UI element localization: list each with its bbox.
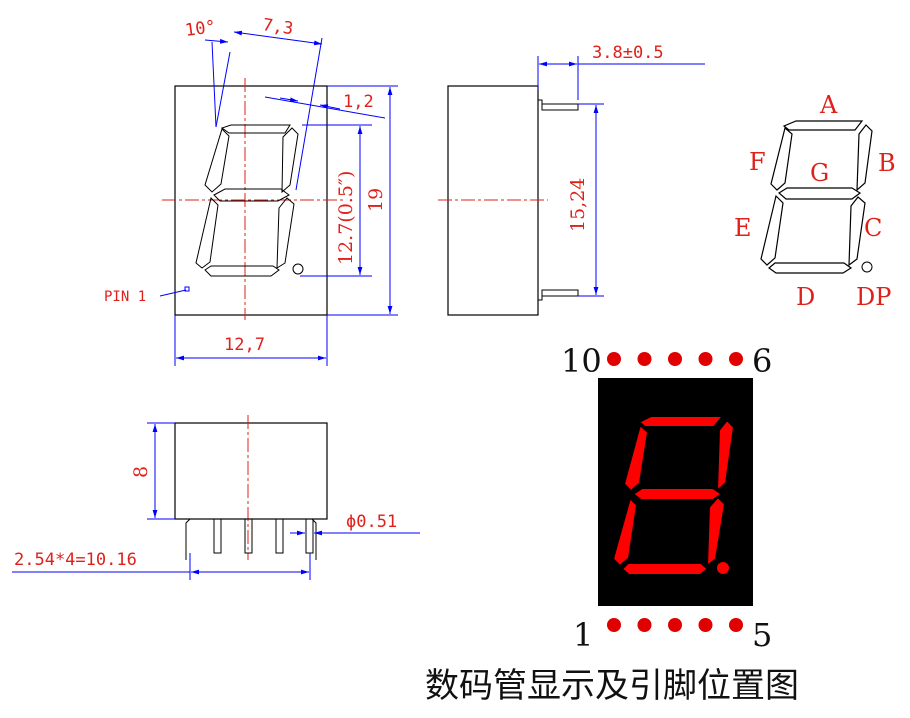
seg-label-dp: DP bbox=[856, 283, 891, 311]
bottom-view: 8 ϕ0.51 2.54*4=10.16 bbox=[12, 415, 420, 580]
offset-arrow-b bbox=[319, 104, 341, 110]
angle-ref-slant bbox=[215, 51, 231, 128]
angle-label: 10° bbox=[184, 17, 217, 41]
angle-ref-vertical bbox=[211, 41, 217, 128]
bottom-pin-dot-5 bbox=[729, 618, 743, 632]
seg-label-e: E bbox=[734, 214, 752, 242]
diagram-caption: 数码管显示及引脚位置图 bbox=[425, 666, 799, 706]
lit-segment-c bbox=[705, 495, 727, 569]
segment-map-outline bbox=[760, 120, 873, 274]
seg-label-g: G bbox=[810, 159, 829, 187]
pin1-label: PIN 1 bbox=[104, 289, 146, 305]
front-view: PIN 1 10° 7,3 1,2 12.7(0.5″) 19 12,7 bbox=[104, 15, 398, 366]
pinlen-label: 3.8±0.5 bbox=[592, 43, 664, 63]
lit-segment-dp bbox=[717, 562, 729, 574]
bottom-pin-row bbox=[607, 618, 743, 632]
seg-label-c: C bbox=[864, 214, 882, 242]
slant-ext-right bbox=[295, 37, 323, 191]
lit-segment-d bbox=[620, 562, 710, 576]
offset-arrow-a bbox=[279, 97, 299, 103]
seg-label-f: F bbox=[749, 148, 766, 176]
pin1-leader bbox=[159, 289, 187, 297]
pin-number-bottom-left: 1 bbox=[573, 616, 593, 654]
bottom-pin-dot-4 bbox=[698, 618, 713, 632]
top-pin-dot-1 bbox=[607, 352, 621, 366]
lit-segment-a bbox=[637, 415, 726, 428]
seg-label-a: A bbox=[819, 91, 838, 119]
lit-segment-b bbox=[715, 418, 736, 494]
bottom-pin-dot-2 bbox=[637, 618, 652, 632]
width-label: 12,7 bbox=[224, 335, 265, 355]
lit-segment-f bbox=[622, 423, 650, 493]
angle-arrow bbox=[204, 38, 229, 44]
bottom-leg-rail-left bbox=[175, 518, 192, 560]
top-pin-dot-4 bbox=[698, 352, 713, 366]
lit-segment-g bbox=[631, 487, 724, 501]
bottom-pins bbox=[213, 518, 314, 554]
top-pin-dot-5 bbox=[729, 352, 743, 366]
lit-segments bbox=[611, 415, 736, 576]
pin-number-top-left: 10 bbox=[561, 342, 602, 380]
bottom-body-outline bbox=[174, 422, 328, 520]
bottom-leg-rail-right bbox=[310, 518, 327, 560]
top-pin-dot-3 bbox=[668, 352, 682, 366]
pinspan-label: 15,24 bbox=[567, 178, 589, 232]
seg-label-b: B bbox=[878, 149, 896, 177]
front-digit-outline bbox=[195, 124, 299, 277]
seg-label-d: D bbox=[796, 283, 815, 311]
pin-number-bottom-right: 5 bbox=[752, 616, 772, 654]
top-pin-dot-2 bbox=[637, 352, 652, 366]
bheight-label: 8 bbox=[130, 466, 152, 478]
offset-label: 1,2 bbox=[343, 92, 374, 112]
pindia-label: ϕ0.51 bbox=[346, 512, 397, 532]
side-bottom-pin bbox=[538, 289, 579, 301]
pin1-marker bbox=[184, 286, 190, 292]
front-dp-dot bbox=[292, 263, 304, 275]
lit-segment-e bbox=[611, 496, 639, 568]
total-height-label: 19 bbox=[365, 188, 387, 212]
segment-map: A B C D E F G DP bbox=[734, 91, 896, 311]
segment-map-dp bbox=[861, 261, 873, 273]
side-top-pin bbox=[538, 99, 579, 111]
side-view: 3.8±0.5 15,24 bbox=[438, 43, 705, 316]
slant-width-dim bbox=[233, 30, 323, 46]
bottom-pin-dot-3 bbox=[668, 618, 682, 632]
pitch-label: 2.54*4=10.16 bbox=[14, 550, 137, 570]
pinout-diagram: 10 6 1 5 bbox=[561, 342, 772, 654]
bottom-pin-dot-1 bbox=[607, 618, 621, 632]
slant-width-label: 7,3 bbox=[261, 15, 294, 39]
pin-number-top-right: 6 bbox=[752, 342, 772, 380]
digit-height-label: 12.7(0.5″) bbox=[335, 171, 357, 265]
top-pin-row bbox=[607, 352, 743, 366]
